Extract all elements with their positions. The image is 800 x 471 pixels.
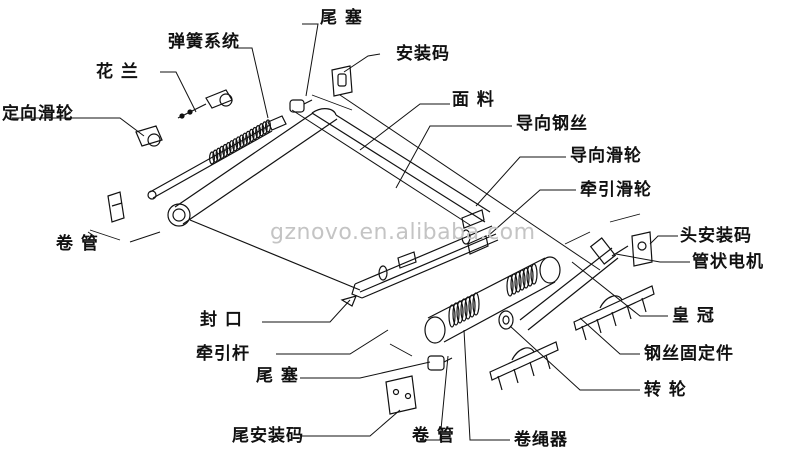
label-guide-pulley: 导向滑轮 <box>570 146 642 166</box>
label-tail-plug-bottom: 尾 塞 <box>256 366 299 386</box>
spring-coil <box>241 132 248 146</box>
comb-tooth <box>513 368 519 384</box>
label-tail-mounting-code: 尾安装码 <box>232 426 304 446</box>
comb-tooth <box>596 318 602 334</box>
winder-coil <box>506 275 514 297</box>
label-tail-plug-top: 尾 塞 <box>320 8 363 28</box>
spring-coil <box>209 151 216 165</box>
spring-coil <box>258 123 265 137</box>
spring-coil <box>218 145 225 159</box>
comb-tooth <box>641 297 647 313</box>
tube-coil <box>468 294 476 318</box>
spring-coil <box>255 125 262 139</box>
spring-coil <box>222 143 229 158</box>
tubular-motor-part <box>519 237 629 331</box>
winder-coil <box>530 263 538 285</box>
roller-tube-right <box>424 256 561 344</box>
comb-tooth <box>497 375 503 391</box>
label-guide-wire: 导向钢丝 <box>516 114 588 134</box>
spring-coil <box>251 126 258 141</box>
explode-lines <box>87 94 641 357</box>
comb-tooth <box>529 361 535 377</box>
label-crown: 皇 冠 <box>672 306 715 326</box>
guide-wires <box>291 94 601 271</box>
tail-plug-top <box>289 99 313 113</box>
rope-winder <box>506 263 538 297</box>
left-end-bracket <box>107 191 125 223</box>
label-spring-system: 弹簧系统 <box>168 32 240 52</box>
spring-coil <box>228 140 235 154</box>
comb-tooth <box>581 325 587 341</box>
fabric-panel <box>189 108 491 291</box>
roller-tube-left <box>167 112 338 227</box>
spring-coil <box>248 128 255 143</box>
label-traction-pulley: 牵引滑轮 <box>580 180 652 200</box>
label-end-seal: 封 口 <box>200 310 243 330</box>
comb-tooth <box>545 354 551 370</box>
leader-lines <box>12 23 690 441</box>
spring-coil <box>212 149 219 163</box>
watermark-text: gznovo.en.alibaba.com <box>270 220 536 245</box>
winder-coil <box>514 271 522 293</box>
spring-coil <box>232 138 239 152</box>
label-flange: 花 兰 <box>96 62 139 82</box>
spring-system <box>147 115 287 200</box>
spring-coil <box>235 136 242 150</box>
label-roller-tube-left: 卷 管 <box>56 234 99 254</box>
comb-tooth <box>626 304 632 320</box>
winder-coil <box>510 273 518 295</box>
guide-pulleys <box>397 209 489 269</box>
tail-plug-bottom <box>427 355 453 371</box>
label-fixed-pulley: 定向滑轮 <box>2 104 74 124</box>
tube-coil <box>448 304 456 328</box>
spring-coil <box>261 121 268 135</box>
wire-fixer-right <box>573 285 655 341</box>
label-rope-winder: 卷绳器 <box>514 430 568 450</box>
tube-coil <box>456 300 464 324</box>
comb-tooth <box>611 311 617 327</box>
label-roller-tube-bottom: 卷 管 <box>412 426 455 446</box>
tail-bracket-part <box>385 375 417 415</box>
label-fabric: 面 料 <box>452 90 495 110</box>
label-rotating-wheel: 转 轮 <box>644 380 687 400</box>
label-traction-rod: 牵引杆 <box>196 344 250 364</box>
tube-coil <box>464 296 472 320</box>
rotating-wheel-part <box>498 310 514 330</box>
winder-coil <box>522 267 530 289</box>
head-bracket-part <box>631 231 653 267</box>
wire-fixer-left <box>489 341 559 391</box>
mounting-bracket-top <box>331 65 353 97</box>
winder-coil <box>518 269 526 291</box>
spring-coil <box>225 141 232 156</box>
spring-coil <box>215 147 222 161</box>
winder-coil <box>526 265 534 287</box>
label-wire-fixer: 钢丝固定件 <box>644 344 734 364</box>
flange-part <box>177 89 233 119</box>
tube-coil <box>472 292 480 316</box>
tube-coil <box>452 302 460 326</box>
label-tubular-motor: 管状电机 <box>692 252 764 272</box>
label-head-mounting-code: 头安装码 <box>680 226 752 246</box>
fixed-pulley-part <box>135 125 163 147</box>
tube-coil <box>460 298 468 322</box>
traction-rod <box>351 225 499 299</box>
spring-coil <box>238 134 245 148</box>
label-mounting-code-top: 安装码 <box>396 44 450 64</box>
spring-coil <box>245 130 252 144</box>
